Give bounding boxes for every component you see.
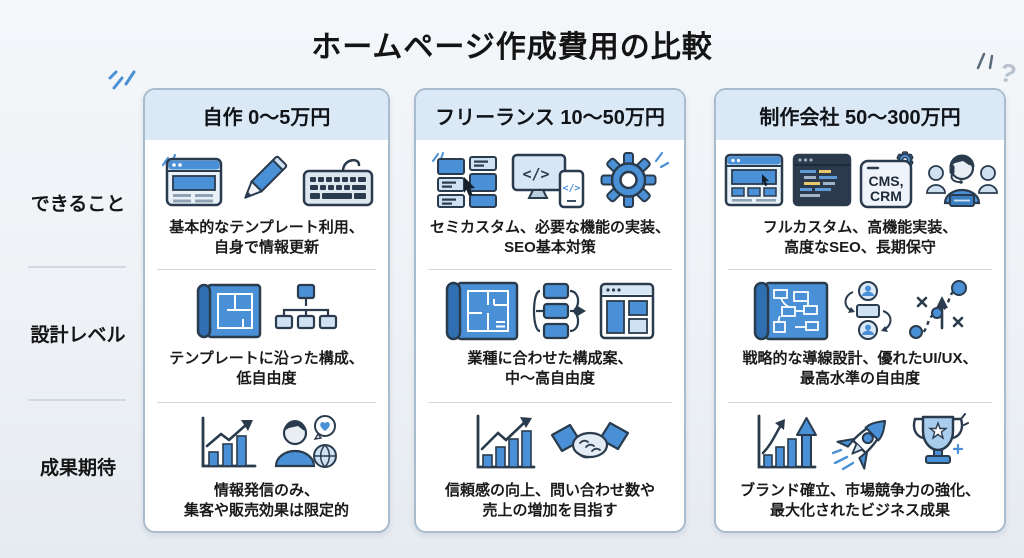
cell-caption: 情報発信のみ、集客や販売効果は限定的 — [183, 482, 349, 520]
flowchart-icon — [532, 282, 586, 340]
card-freelance: フリーランス 10〜50万円 </> — [414, 88, 686, 533]
cell-caption: 戦略的な導線設計、優れたUI/UX、最高水準の自由度 — [742, 349, 978, 387]
gear-icon — [600, 152, 670, 209]
sparkle-icon — [108, 70, 136, 90]
cell-caption: ブランド確立、市場競争力の強化、最大化されたビジネス成果 — [739, 482, 980, 520]
cell-diy-results: 情報発信のみ、集客や販売効果は限定的 — [145, 401, 388, 532]
pencil-icon — [243, 155, 287, 199]
cms-label: CMS, — [868, 173, 903, 189]
strategy-path-icon — [909, 279, 967, 339]
blueprint-large-icon — [445, 281, 519, 341]
cms-crm-icon: CMS, CRM — [859, 151, 913, 209]
cell-diy-capability: 基本的なテンプレート利用、自身で情報更新 — [145, 140, 388, 269]
card-diy: 自作 0〜5万円 — [143, 88, 390, 533]
devices-code-icon: </> </> — [511, 153, 585, 209]
layout-browser-icon — [599, 282, 655, 340]
social-person-icon — [274, 415, 337, 469]
monitor-code-label: </> — [522, 165, 549, 183]
row-label-expected-results: 成果期待 — [39, 458, 116, 479]
row-label-capability: できること — [30, 194, 126, 215]
row-divider — [28, 266, 126, 268]
wireframe-blocks-icon — [432, 152, 497, 209]
card-header-agency: 制作会社 50〜300万円 — [716, 90, 1004, 140]
sitemap-icon — [274, 283, 337, 330]
phone-code-label: </> — [562, 183, 580, 194]
page-title: ホームページ作成費用の比較 — [311, 31, 713, 64]
bar-chart-arrow-icon — [201, 417, 256, 468]
card-header-freelance: フリーランス 10〜50万円 — [416, 90, 684, 140]
trophy-icon — [912, 413, 969, 465]
cell-caption: 信頼感の向上、問い合わせ数や売上の増加を目指す — [444, 482, 655, 520]
cell-freelance-design: 業種に合わせた構成案、中〜高自由度 — [416, 269, 684, 402]
blueprint-icon — [196, 283, 261, 339]
cell-agency-design: 戦略的な導線設計、優れたUI/UX、最高水準の自由度 — [716, 269, 1004, 402]
cell-caption: 基本的なテンプレート利用、自身で情報更新 — [169, 219, 364, 256]
keyboard-icon — [302, 159, 373, 207]
code-editor-icon — [792, 153, 851, 207]
browser-cursor-icon — [724, 153, 783, 207]
growth-chart-icon — [757, 415, 817, 469]
cell-diy-design: テンプレートに沿った構成、低自由度 — [145, 269, 388, 402]
crm-label: CRM — [870, 188, 902, 204]
row-divider — [28, 399, 126, 401]
blueprint-flow-icon — [753, 281, 829, 341]
rocket-icon — [831, 420, 886, 471]
bar-chart-arrow-icon — [476, 415, 536, 469]
support-team-icon — [925, 154, 998, 208]
cell-freelance-results: 信頼感の向上、問い合わせ数や売上の増加を目指す — [416, 401, 684, 532]
cell-freelance-capability: </> </> — [416, 140, 684, 269]
card-agency: 制作会社 50〜300万円 — [714, 88, 1006, 533]
cell-caption: テンプレートに沿った構成、低自由度 — [169, 349, 364, 387]
cell-agency-capability: CMS, CRM — [716, 140, 1004, 269]
cell-agency-results: ブランド確立、市場競争力の強化、最大化されたビジネス成果 — [716, 401, 1004, 532]
handshake-icon — [550, 422, 630, 459]
card-header-diy: 自作 0〜5万円 — [145, 90, 388, 140]
browser-icon — [161, 154, 222, 207]
cell-caption: 業種に合わせた構成案、中〜高自由度 — [467, 349, 633, 387]
row-label-design-level: 設計レベル — [30, 325, 126, 346]
cell-caption: セミカスタム、必要な機能の実装、SEO基本対策 — [429, 219, 670, 256]
userflow-icon — [844, 280, 892, 340]
cell-caption: フルカスタム、高機能実装、高度なSEO、長期保守 — [762, 219, 958, 256]
sparkle-icon — [976, 52, 994, 70]
